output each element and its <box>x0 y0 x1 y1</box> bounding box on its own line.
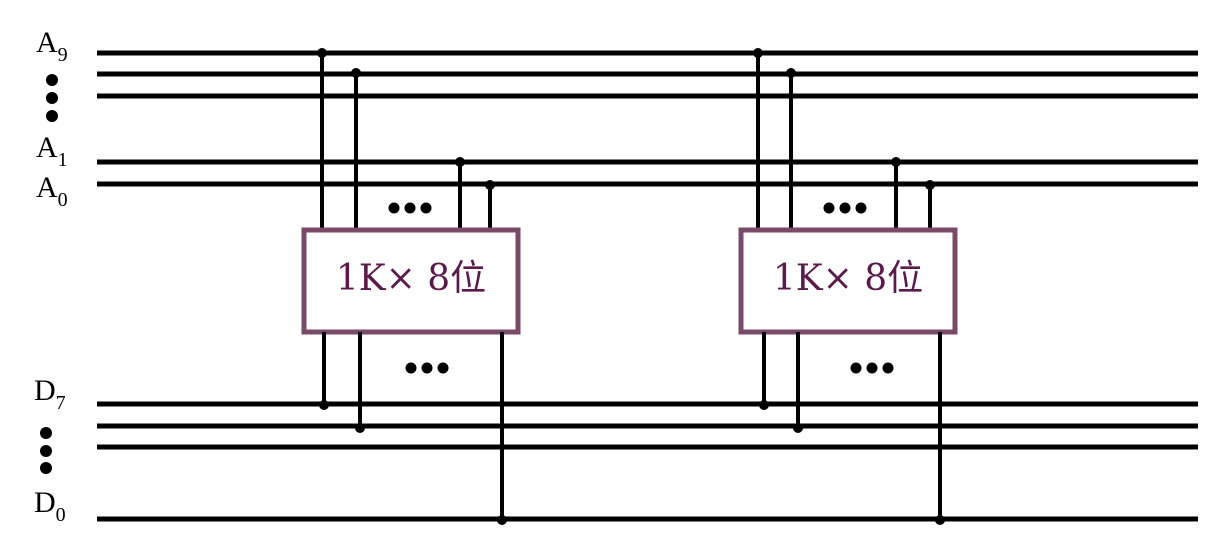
chip-2-box <box>738 227 958 335</box>
label-d7: D7 <box>34 374 66 414</box>
ellipsis-dot <box>40 445 52 457</box>
ellipsis-dot <box>46 92 58 104</box>
ellipsis-dot <box>405 362 417 374</box>
label-a9: A9 <box>36 26 68 66</box>
junction-dot <box>793 423 803 433</box>
junction-dot <box>925 180 935 190</box>
ellipsis-dot <box>46 74 58 86</box>
ellipsis-dot <box>437 362 449 374</box>
chip-1-box <box>301 227 521 335</box>
junction-dot <box>455 157 465 167</box>
chip-2-group: 1K× 8位 <box>738 48 958 525</box>
ellipsis-dot <box>839 202 851 214</box>
ellipsis-dot <box>421 362 433 374</box>
label-a1: A1 <box>36 131 68 171</box>
ellipsis-dot <box>388 202 400 214</box>
junction-dot <box>497 515 507 525</box>
junction-dot <box>317 48 327 58</box>
ellipsis-dot <box>420 202 432 214</box>
ellipsis-dot <box>866 362 878 374</box>
ellipsis-dot <box>882 362 894 374</box>
ellipsis-dot <box>823 202 835 214</box>
junction-dot <box>759 400 769 410</box>
ellipsis-dot <box>850 362 862 374</box>
ellipsis-dot <box>46 110 58 122</box>
ellipsis-dot <box>855 202 867 214</box>
junction-dot <box>753 48 763 58</box>
junction-dot <box>891 157 901 167</box>
junction-dot <box>319 400 329 410</box>
junction-dot <box>485 180 495 190</box>
junction-dot <box>786 68 796 78</box>
chip-1-label: 1K× 8位 <box>336 258 486 299</box>
ellipsis-dot <box>40 427 52 439</box>
junction-dot <box>935 515 945 525</box>
label-a0: A0 <box>36 171 68 211</box>
junction-dot <box>351 68 361 78</box>
chip-2-label: 1K× 8位 <box>773 258 923 299</box>
ellipsis-dot <box>40 462 52 474</box>
ellipsis-dot <box>404 202 416 214</box>
chip-1-group: 1K× 8位 <box>301 48 521 525</box>
label-d0: D0 <box>34 486 66 526</box>
junction-dot <box>355 423 365 433</box>
